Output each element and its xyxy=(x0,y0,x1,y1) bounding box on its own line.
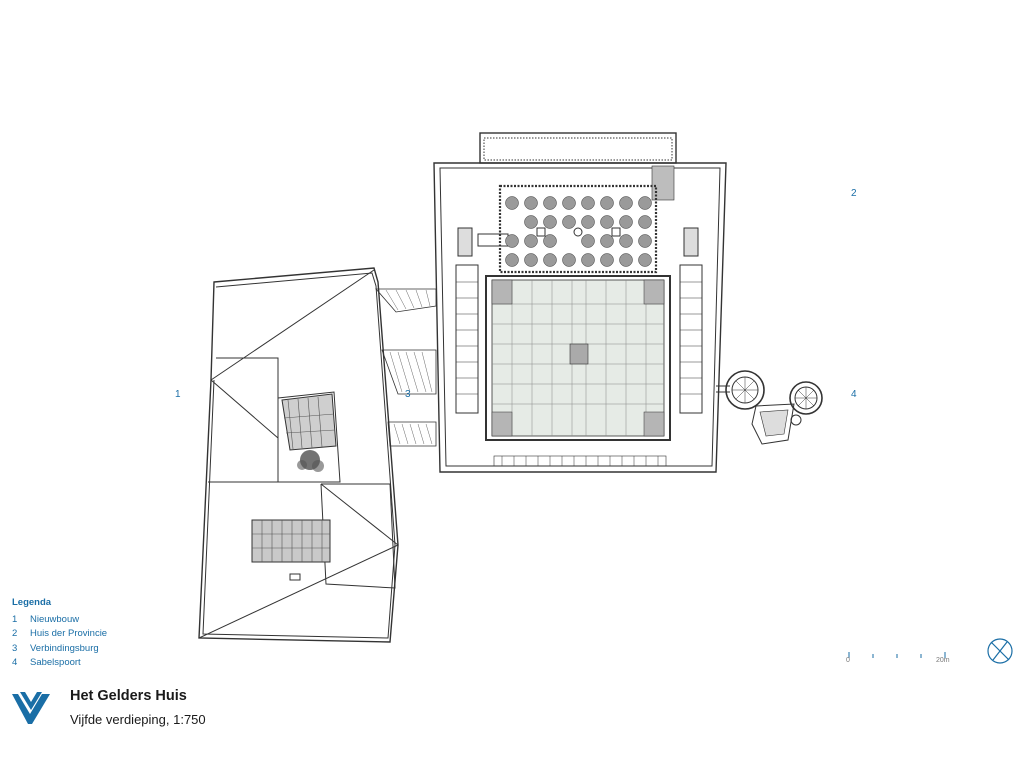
huis-der-provincie-building xyxy=(433,132,727,473)
page-subtitle: Vijfde verdieping, 1:750 xyxy=(70,712,206,727)
sabelspoort-building xyxy=(716,370,823,445)
page-title: Het Gelders Huis xyxy=(70,688,187,704)
scale-end-label: 20m xyxy=(936,657,950,664)
legend-title: Legenda xyxy=(12,597,52,608)
nieuwbouw-building xyxy=(198,267,399,643)
north-arrow-icon xyxy=(987,638,1013,664)
gelderland-logo-icon xyxy=(12,692,50,724)
building-label-2: 2 xyxy=(851,188,857,199)
building-label-1: 1 xyxy=(175,389,181,400)
building-label-4: 4 xyxy=(851,389,857,400)
scale-bar xyxy=(848,652,946,658)
verbindingsburg-bridges xyxy=(375,288,437,447)
building-label-3: 3 xyxy=(405,389,411,400)
scale-start-label: 0 xyxy=(846,657,850,664)
